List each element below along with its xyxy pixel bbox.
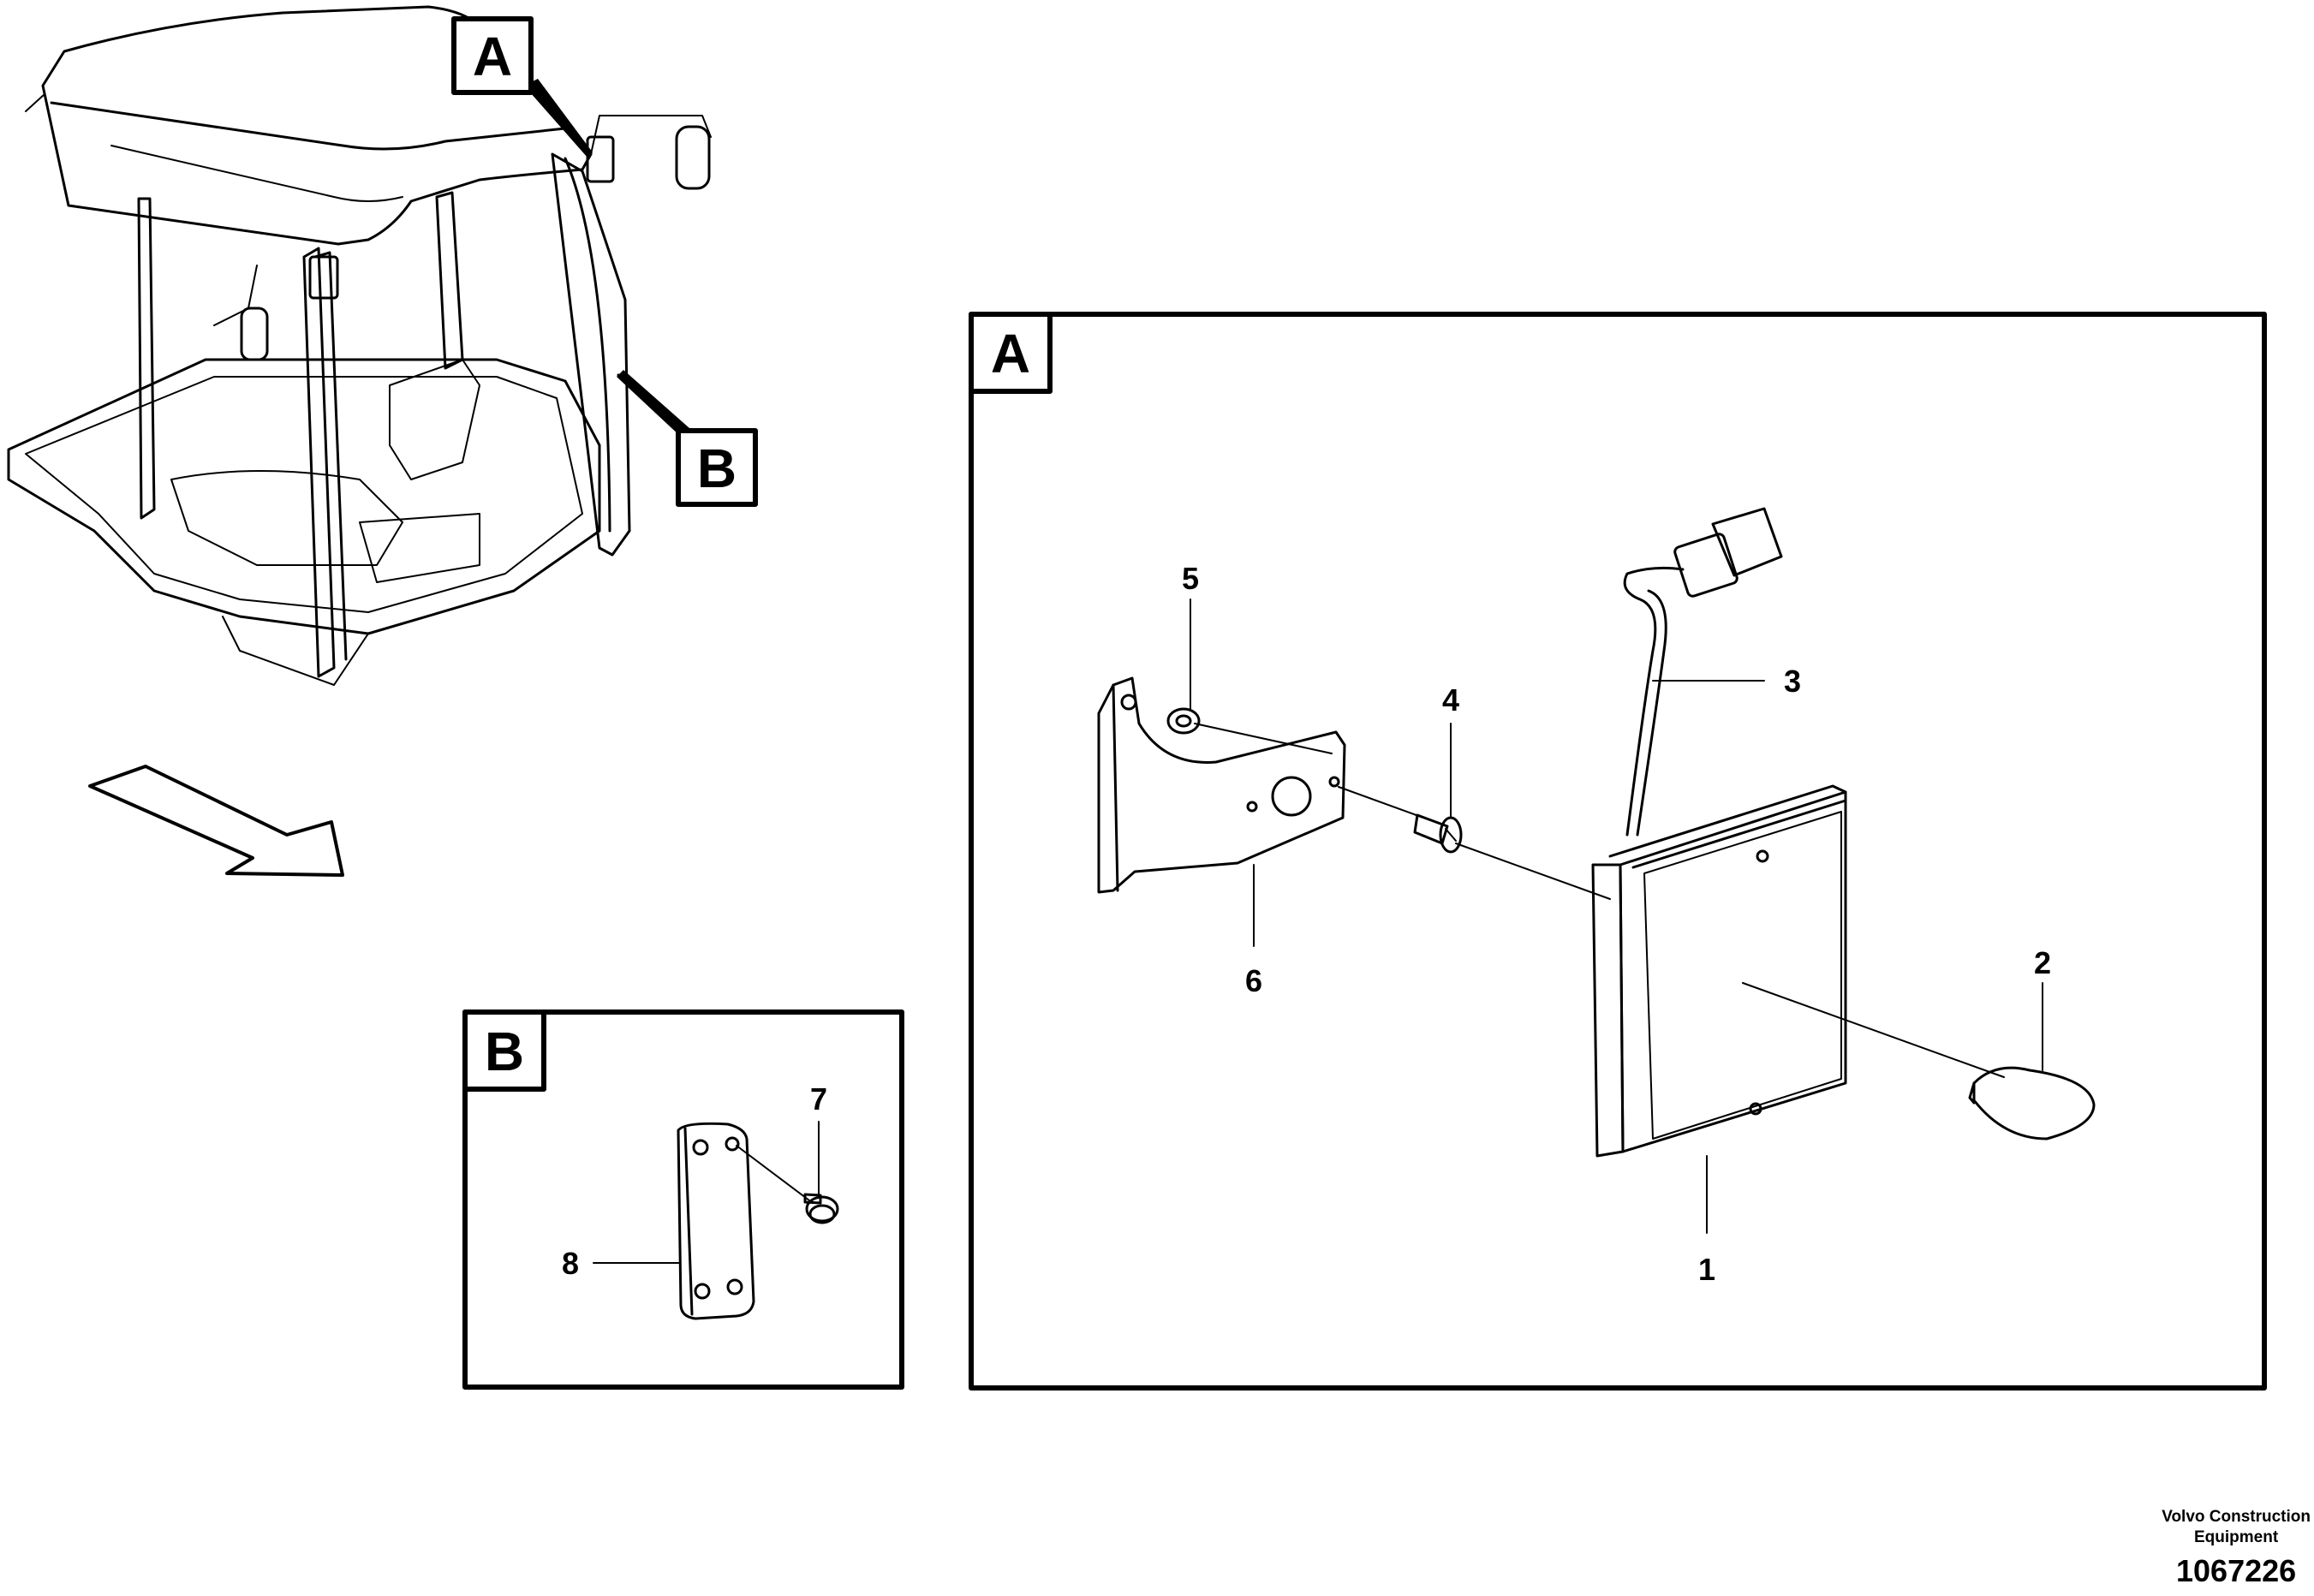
clamp-plate	[677, 1122, 755, 1320]
work-light	[1591, 784, 2005, 1158]
brand-line-2: Equipment	[2194, 1528, 2279, 1546]
drawing-number: 1067226	[2176, 1553, 2297, 1588]
direction-arrow	[88, 765, 344, 877]
nut	[1166, 707, 1201, 735]
footer-credit: Volvo Construction Equipment 1067226	[2162, 1507, 2311, 1589]
callout-8: 8	[562, 1246, 579, 1281]
svg-text:A: A	[473, 26, 512, 87]
callout-2: 2	[2034, 945, 2051, 980]
svg-text:B: B	[485, 1021, 524, 1082]
brand-line-1: Volvo Construction	[2162, 1508, 2311, 1526]
callout-7: 7	[810, 1081, 827, 1117]
callout-6: 6	[1245, 963, 1262, 998]
svg-text:A: A	[991, 323, 1030, 384]
bulb	[1968, 1066, 2096, 1140]
detail-b-panel: B	[462, 1009, 904, 1390]
callout-numbers: 1 2 3 4 5 6 7 8	[562, 561, 2051, 1287]
cab-frame-overview	[7, 5, 712, 686]
marker-a-overview: A	[451, 16, 593, 158]
screw	[1413, 813, 1463, 854]
bolt	[803, 1193, 839, 1224]
mounting-bracket	[1097, 676, 1346, 894]
callout-4: 4	[1442, 682, 1459, 718]
detail-a-panel: A	[969, 312, 2267, 1391]
cable-connector	[1623, 507, 1783, 837]
callout-1: 1	[1698, 1252, 1715, 1287]
svg-text:B: B	[697, 438, 737, 499]
callout-3: 3	[1784, 664, 1801, 699]
leader-lines	[593, 598, 2043, 1264]
marker-b-overview: B	[617, 370, 758, 507]
callout-5: 5	[1182, 561, 1199, 596]
